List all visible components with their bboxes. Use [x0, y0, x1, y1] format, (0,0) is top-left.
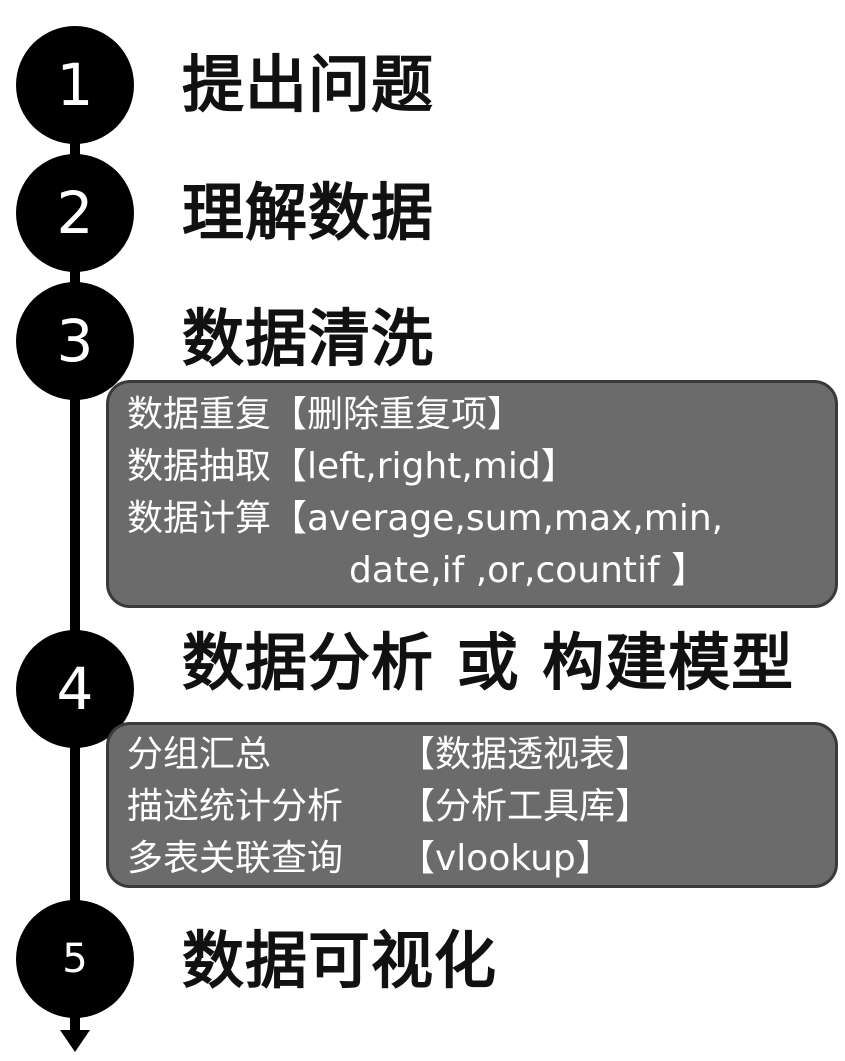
cleaning-details-box: 数据重复【删除重复项】 数据抽取【left,right,mid】 数据计算【av… — [106, 380, 838, 608]
analysis-detail-label: 描述统计分析 — [127, 786, 344, 827]
step-5-number-circle: 5 — [16, 900, 134, 1018]
step-5-title: 数据可视化 — [182, 924, 498, 997]
analysis-detail-label: 多表关联查询 — [127, 838, 344, 879]
step-3-number-circle: 3 — [16, 282, 134, 400]
step-3-title: 数据清洗 — [182, 302, 435, 375]
analysis-details-box: 分组汇总 【数据透视表】 描述统计分析 【分析工具库】 多表关联查询 【vloo… — [106, 722, 838, 888]
analysis-detail-tag: 【数据透视表】 — [399, 734, 652, 775]
step-2-number: 2 — [56, 179, 94, 247]
analysis-detail-label: 分组汇总 — [127, 734, 272, 775]
analysis-detail-tag: 【vlookup】 — [399, 838, 612, 879]
step-3-number: 3 — [56, 307, 94, 375]
timeline-line — [70, 80, 80, 1035]
cleaning-detail-line: 数据重复【删除重复项】 — [127, 394, 524, 435]
step-2-title: 理解数据 — [182, 176, 435, 249]
cleaning-detail-line-continuation: date,if ,or,countif 】 — [349, 550, 708, 591]
step-1-number: 1 — [56, 51, 94, 119]
step-4-title: 数据分析 或 构建模型 — [182, 626, 795, 699]
cleaning-detail-line: 数据抽取【left,right,mid】 — [127, 446, 577, 487]
step-1-number-circle: 1 — [16, 26, 134, 144]
step-5-number: 5 — [62, 936, 88, 982]
cleaning-detail-line: 数据计算【average,sum,max,min, — [127, 498, 724, 539]
analysis-detail-tag: 【分析工具库】 — [399, 786, 652, 827]
timeline-arrow-head — [60, 1030, 90, 1052]
step-2-number-circle: 2 — [16, 154, 134, 272]
step-4-number: 4 — [56, 655, 94, 723]
step-1-title: 提出问题 — [182, 48, 435, 121]
